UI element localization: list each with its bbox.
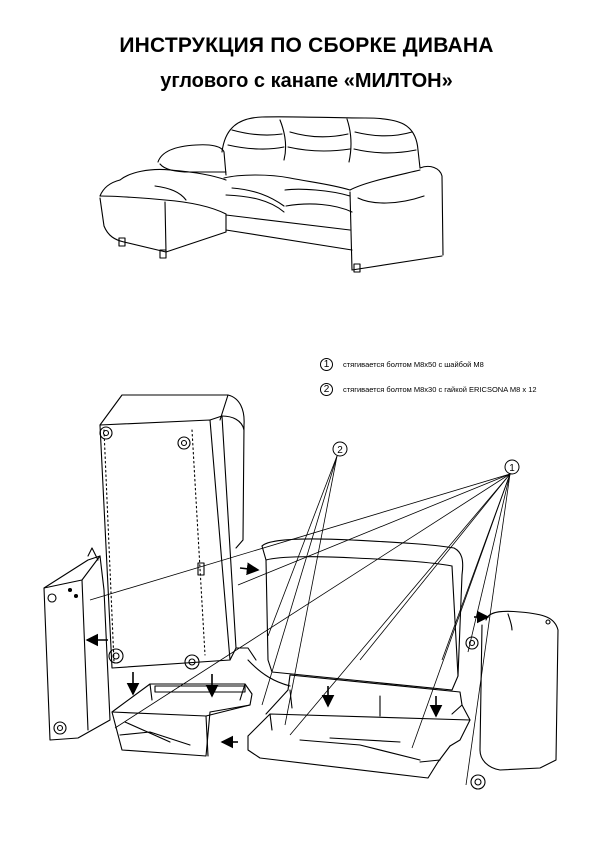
assembly-arrows xyxy=(85,562,490,749)
sofa-exploded-drawing xyxy=(43,394,559,790)
callout-1-label: 1 xyxy=(509,463,515,474)
callout-1-marker: 1 xyxy=(504,459,520,475)
sofa-assembled-drawing xyxy=(99,116,444,273)
legend-text-2: стягивается болтом М8х30 с гайкой ERICSO… xyxy=(343,385,537,394)
legend-text-1: стягивается болтом М8х50 с шайбой М8 xyxy=(343,360,484,369)
page-subtitle: углового с канапе «МИЛТОН» xyxy=(160,70,453,92)
callout-leaders xyxy=(89,455,511,786)
page-title: ИНСТРУКЦИЯ ПО СБОРКЕ ДИВАНА xyxy=(119,34,494,57)
legend-number-2: 2 xyxy=(320,383,333,396)
callout-2-label: 2 xyxy=(337,445,343,456)
legend-item-2: 2 стягивается болтом М8х30 с гайкой ERIC… xyxy=(320,383,537,396)
callout-2-marker: 2 xyxy=(332,441,348,457)
legend-number-1: 1 xyxy=(320,358,333,371)
legend-item-1: 1 стягивается болтом М8х50 с шайбой М8 xyxy=(320,358,484,371)
